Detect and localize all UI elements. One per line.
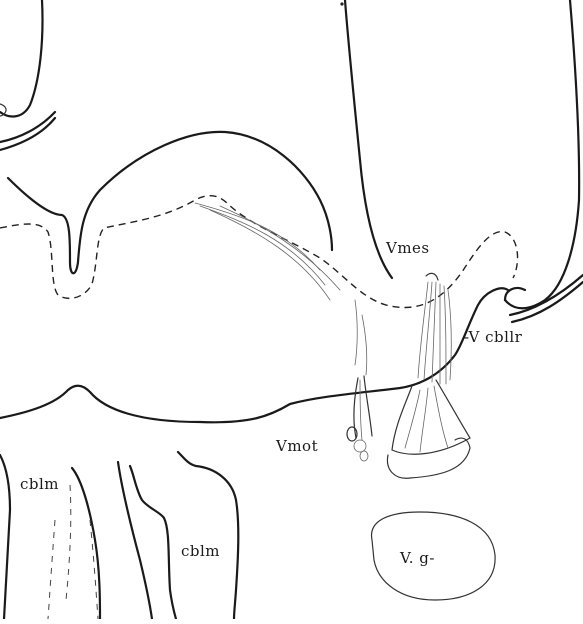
cblm-midline-dashed-1 <box>66 485 71 600</box>
upper-left-contour <box>0 0 43 116</box>
v-root-cone <box>387 380 470 478</box>
label-cblm-right: cblm <box>181 542 220 560</box>
cblm-left-outer <box>0 455 10 619</box>
mes-fiber-2 <box>200 206 325 285</box>
label-v-g: V. g- <box>400 549 435 567</box>
pontine-floor <box>0 288 508 422</box>
far-right-contour <box>505 0 579 308</box>
top-dot-mark <box>340 2 343 5</box>
label-cblm-left: cblm <box>20 475 59 493</box>
label-v-mot: Vmot <box>276 437 318 455</box>
mes-fiber-5 <box>355 300 357 365</box>
mes-fiber-3 <box>210 210 330 300</box>
mes-fiber-4 <box>220 206 340 290</box>
cblm-mid-inner <box>130 466 176 619</box>
mes-fiber-6 <box>362 315 367 375</box>
label-v-cbllr: -V cbllr <box>464 328 522 346</box>
left-hook-inner <box>0 118 55 150</box>
central-arch <box>8 132 332 273</box>
upper-right-contour <box>345 0 392 278</box>
cblm-mid-outer <box>118 462 152 619</box>
cblm-right-outer <box>178 452 238 619</box>
cblm-left-inner <box>72 468 100 619</box>
cblm-left-dashed <box>48 520 55 619</box>
v-cbllr-bundle <box>418 273 451 384</box>
v-mot-nucleus <box>347 376 372 461</box>
label-v-mes: Vmes <box>386 239 430 257</box>
